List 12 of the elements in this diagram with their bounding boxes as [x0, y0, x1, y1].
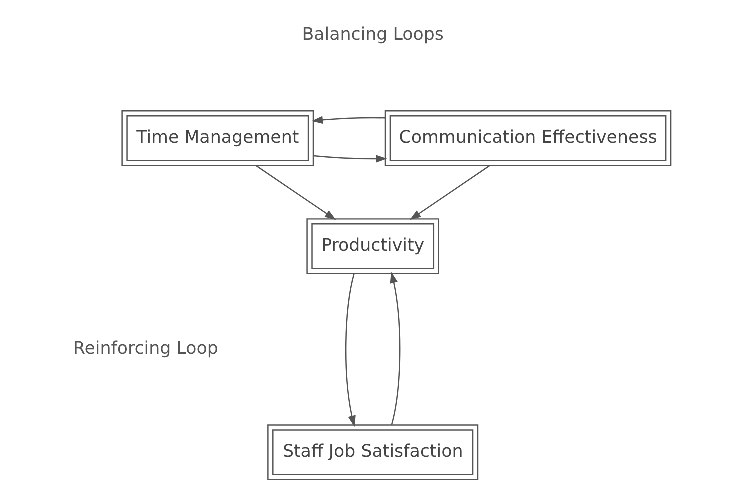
label: Balancing Loops [302, 25, 444, 46]
node-box: Productivity [306, 218, 440, 274]
node-box: Staff Job Satisfaction [268, 424, 479, 480]
node-box: Time Management [122, 110, 314, 166]
label: Reinforcing Loop [73, 339, 218, 360]
arrow [312, 116, 386, 124]
node-box: Communication Effectiveness [384, 110, 672, 166]
arrow [314, 155, 388, 163]
arrow [410, 165, 490, 220]
arrow [256, 165, 336, 220]
arrow [346, 274, 356, 428]
arrow [390, 272, 401, 426]
